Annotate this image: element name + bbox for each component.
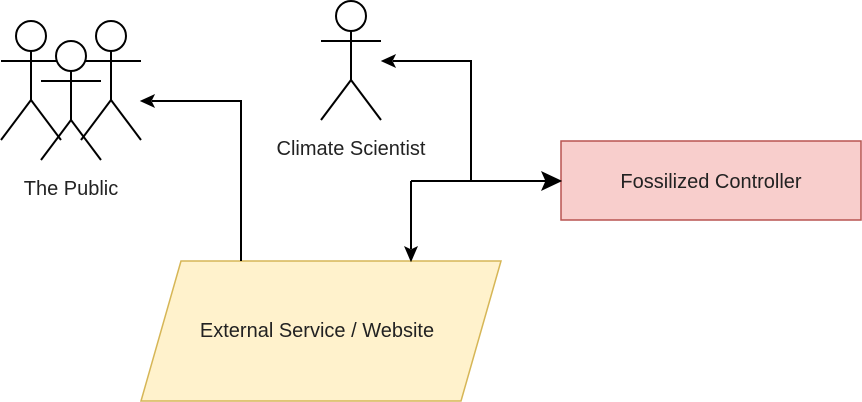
edge-to-scientist bbox=[393, 60, 472, 181]
external-label: External Service / Website bbox=[200, 320, 434, 342]
controller-node[interactable]: Fossilized Controller bbox=[560, 140, 862, 221]
public-label: The Public bbox=[24, 178, 119, 200]
edges bbox=[139, 53, 563, 263]
public-actor-right bbox=[80, 20, 142, 141]
controller-label: Fossilized Controller bbox=[620, 171, 802, 193]
public-actor-middle bbox=[40, 40, 102, 161]
external-parallelogram bbox=[140, 260, 502, 402]
public-actor-group[interactable]: The Public bbox=[0, 20, 142, 200]
arrowhead-controller bbox=[540, 170, 563, 192]
arrowhead-external bbox=[404, 245, 418, 263]
scientist-figure bbox=[320, 0, 382, 121]
arrowhead-scientist bbox=[380, 53, 397, 69]
public-actor-left bbox=[0, 20, 62, 141]
arrowhead-public bbox=[139, 93, 156, 109]
scientist-actor[interactable]: Climate Scientist bbox=[277, 0, 426, 160]
scientist-label: Climate Scientist bbox=[277, 138, 426, 160]
external-node[interactable]: External Service / Website bbox=[140, 260, 502, 402]
controller-box bbox=[560, 140, 862, 221]
edge-external-to-public bbox=[152, 100, 242, 261]
